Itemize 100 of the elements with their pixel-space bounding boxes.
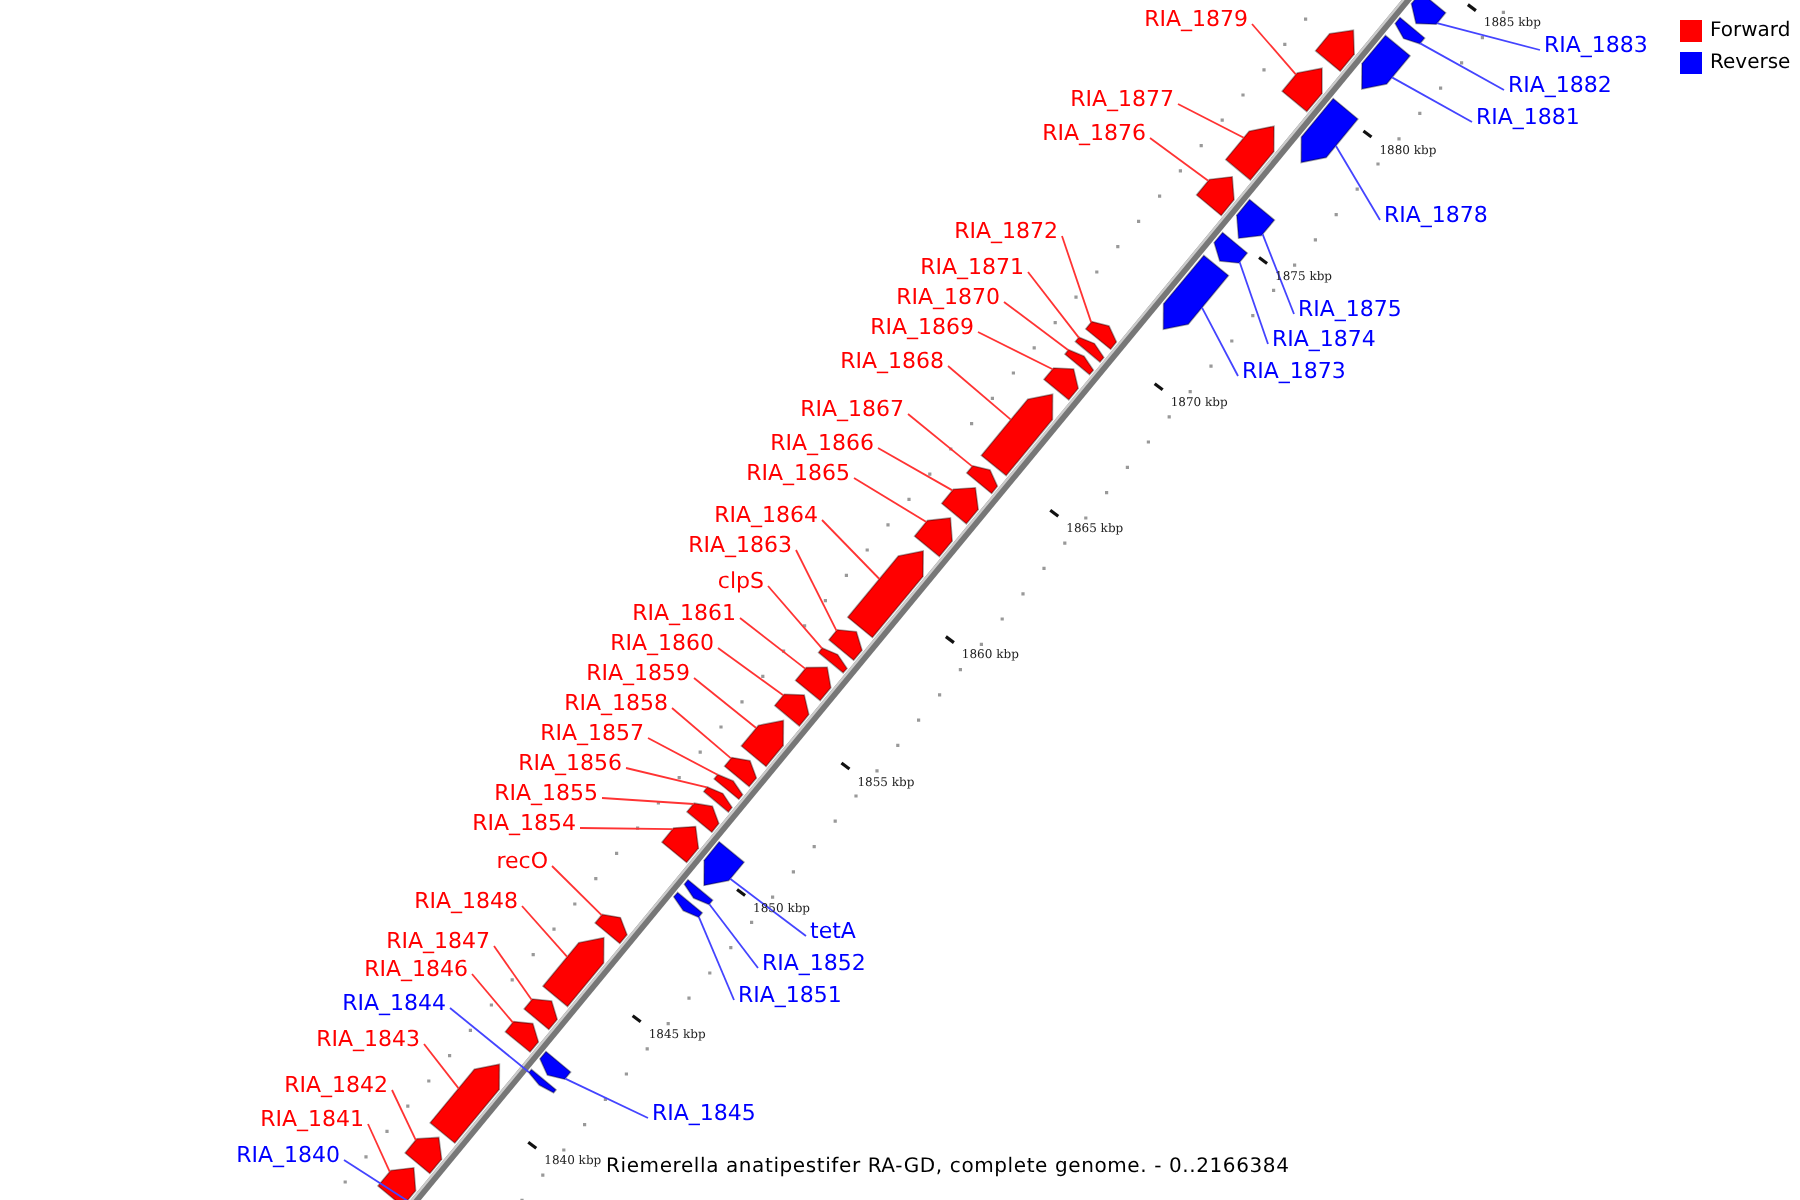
gene-block [965,464,999,495]
gene-label: RIA_1851 [738,982,842,1010]
leader-line [1436,22,1541,51]
gene-block [1063,348,1095,376]
leader-line [717,647,785,697]
gene-label: RIA_1852 [762,950,866,978]
gene-label: RIA_1881 [1476,104,1580,132]
gene-block [913,517,954,558]
leader-line [1261,233,1295,315]
gene-block [1195,175,1235,217]
leader-line [449,1007,530,1074]
gene-label: RIA_1847 [386,928,490,956]
gene-block [527,1068,558,1094]
gene-block [773,693,810,728]
gene-block [817,647,848,674]
gene-block [1074,336,1105,364]
leader-line [1238,261,1269,345]
leader-line [1149,137,1210,182]
gene-label: RIA_1865 [746,460,850,488]
gene-block [504,1020,540,1054]
gene-label: RIA_1876 [1042,120,1146,148]
gene-block [685,802,720,834]
gene-label: RIA_1870 [896,284,1000,312]
gene-block [1042,367,1080,401]
leader-line [579,827,674,831]
gene-block [1300,97,1359,164]
gene-block [523,998,559,1031]
leader-line [625,767,708,789]
gene-block [980,393,1054,477]
gene-block [703,840,746,887]
leader-line [821,519,881,580]
leader-line [1027,271,1080,339]
leader-line [601,797,695,805]
gene-block [1162,254,1230,331]
gene-label: RIA_1863 [688,532,792,560]
gene-label: RIA_1860 [610,630,714,658]
leader-line [1061,235,1093,324]
gene-label: RIA_1871 [920,254,1024,282]
leader-line [391,1089,417,1142]
legend-label: Forward [1710,20,1791,44]
leader-line [564,1077,649,1119]
leader-line [693,677,758,729]
leader-line [729,877,807,937]
leader-line [671,707,732,760]
gene-label: RIA_1856 [518,750,622,778]
gene-label: recO [496,848,548,876]
gene-block [1213,231,1249,264]
gene-label: RIA_1882 [1508,72,1612,100]
gene-label: RIA_1845 [652,1100,756,1128]
leader-line [423,1043,460,1090]
gene-block [827,628,863,662]
gene-label: RIA_1859 [586,660,690,688]
gene-label: RIA_1842 [284,1072,388,1100]
gene-block [1314,29,1355,73]
gene-label: RIA_1844 [342,990,446,1018]
leader-line [367,1123,391,1173]
gene-block [794,666,832,702]
gene-block [1224,125,1275,182]
legend-label: Reverse [1710,52,1791,76]
gene-block [672,891,704,919]
gene-label: RIA_1872 [954,218,1058,246]
leader-line [853,477,928,523]
leader-line [647,737,719,776]
leader-line [493,945,533,1001]
gene-block [541,936,605,1008]
leader-line [739,617,807,670]
leader-line [471,973,514,1024]
gene-block [1084,320,1118,351]
gene-block [1281,67,1323,113]
gene-label: RIA_1869 [870,314,974,342]
gene-block [723,756,758,788]
leader-line [1251,23,1297,76]
leader-line [907,413,974,468]
gene-block [404,1136,443,1175]
gene-label: RIA_1866 [770,430,874,458]
leader-line [708,903,759,969]
gene-block [740,719,785,768]
gene-label: RIA_1843 [316,1026,420,1054]
leader-line [551,865,603,917]
gene-block [683,878,714,906]
leader-line [795,549,838,632]
gene-block [1410,0,1447,25]
leader-line [877,447,954,492]
gene-label: RIA_1857 [540,720,644,748]
gene-label: RIA_1846 [364,956,468,984]
gene-label: RIA_1877 [1070,86,1174,114]
gene-label: RIA_1868 [840,348,944,376]
gene-label: tetA [810,918,856,946]
leader-line [521,905,569,958]
gene-block [702,786,733,814]
gene-block [1361,34,1412,90]
gene-label: RIA_1841 [260,1106,364,1134]
gene-label: RIA_1858 [564,690,668,718]
gene-label: RIA_1861 [632,600,736,628]
gene-block [376,1166,417,1200]
gene-label: RIA_1864 [714,502,818,530]
gene-label: RIA_1874 [1272,326,1376,354]
gene-block [1235,198,1276,240]
leader-line [977,331,1054,371]
gene-label: RIA_1855 [494,780,598,808]
